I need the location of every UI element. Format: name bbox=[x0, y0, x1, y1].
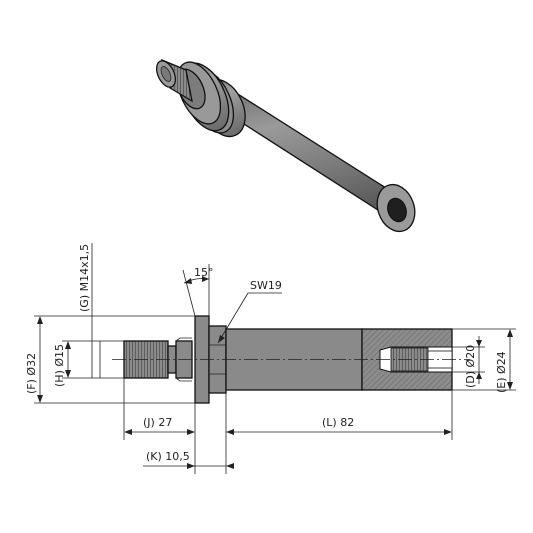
label-len-j: (J) 27 bbox=[143, 416, 172, 429]
rod-body bbox=[221, 83, 416, 233]
threaded-stub bbox=[155, 58, 193, 103]
collar bbox=[176, 61, 246, 138]
label-len-k: (K) 10,5 bbox=[146, 450, 190, 463]
label-dia-d: (D) Ø20 bbox=[464, 345, 477, 388]
section-view bbox=[112, 315, 470, 404]
dimensions bbox=[34, 243, 516, 474]
label-thread: (G) M14x1,5 bbox=[78, 244, 91, 312]
label-angle: 15° bbox=[194, 266, 214, 279]
isometric-view bbox=[155, 58, 416, 233]
labels: 15° SW19 (G) M14x1,5 (F) Ø32 (H) Ø15 (D)… bbox=[25, 244, 508, 463]
label-dia-h: (H) Ø15 bbox=[53, 344, 66, 387]
label-len-l: (L) 82 bbox=[322, 416, 354, 429]
label-dia-e: (E) Ø24 bbox=[495, 351, 508, 393]
label-dia-f: (F) Ø32 bbox=[25, 353, 38, 394]
label-wrench-size: SW19 bbox=[250, 279, 282, 292]
